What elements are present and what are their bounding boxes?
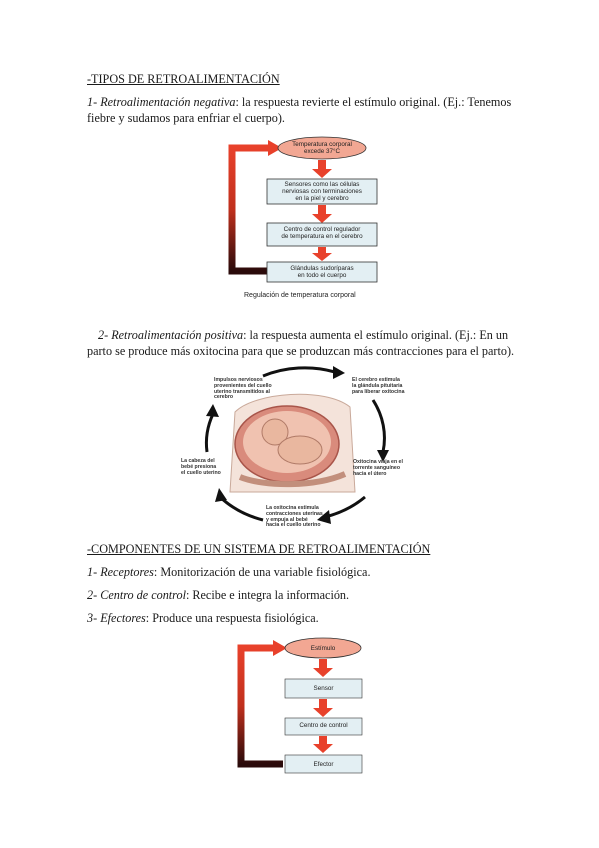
stimulus-oval	[277, 136, 367, 160]
component-efectores: 3- Efectores: Produce una respuesta fisi…	[87, 611, 319, 625]
neg-paragraph-line1: 1- Retroalimentación negativa: la respue…	[87, 94, 511, 110]
baby-head-illustration	[261, 418, 289, 446]
temperature-regulation-diagram	[228, 136, 378, 283]
childbirth-feedback-diagram	[204, 366, 389, 524]
neg-term: 1- Retroalimentación negativa	[87, 95, 236, 109]
down-arrow-effector	[313, 744, 333, 753]
heading-tipos: -TIPOS DE RETROALIMENTACIÓN	[87, 72, 280, 86]
component-receptores: 1- Receptores: Monitorización de una var…	[87, 565, 371, 579]
cycle-arrow-right	[371, 399, 386, 453]
control-label-2: Centro de control	[299, 722, 348, 729]
neg-rest: : la respuesta revierte el estímulo orig…	[235, 95, 512, 109]
control-center-box	[266, 222, 378, 247]
cycle-arrow-left	[204, 413, 215, 453]
stimulus-label-2: Estímulo	[310, 645, 336, 652]
feedback-loop-arrow-2	[237, 644, 283, 768]
down-arrow-1	[318, 160, 326, 169]
feedback-loop-arrow	[228, 144, 270, 275]
sensor-box-2	[284, 678, 363, 699]
pos-paragraph-line1: 2- Retroalimentación positiva: la respue…	[98, 327, 508, 343]
control-box-2	[284, 717, 363, 736]
down-arrow-control	[313, 708, 333, 717]
loop-arrowhead	[268, 140, 282, 156]
cycle-arrow-bottom-left	[218, 495, 264, 522]
sensor-label-2: Sensor	[313, 685, 334, 692]
effector-box	[266, 261, 378, 283]
baby-body-illustration	[277, 435, 323, 465]
sensor-box	[266, 178, 378, 205]
pos-paragraph-line2: parto se produce más oxitocina para que …	[87, 344, 515, 358]
pos-term: 2- Retroalimentación positiva	[98, 328, 244, 342]
diagram1-caption: Regulación de temperatura corporal	[244, 292, 356, 299]
heading-componentes: -COMPONENTES DE UN SISTEMA DE RETROALIME…	[87, 542, 431, 556]
down-arrow-sensor	[313, 668, 333, 677]
cycle-arrow-bottom-right	[324, 495, 366, 519]
down-arrow-2	[318, 205, 326, 214]
component-centro-control: 2- Centro de control: Recibe e integra l…	[87, 588, 350, 602]
feedback-system-diagram	[237, 637, 363, 774]
cycle-arrow-top	[262, 366, 336, 378]
down-arrow-3	[318, 247, 326, 254]
neg-paragraph-line2: fiebre y sudamos para enfriar el cuerpo)…	[87, 111, 285, 125]
effector-box-2	[284, 754, 363, 774]
stimulus-oval-2	[284, 637, 362, 659]
effector-label-2: Efector	[313, 761, 334, 768]
pos-rest: : la respuesta aumenta el estímulo origi…	[243, 328, 509, 342]
